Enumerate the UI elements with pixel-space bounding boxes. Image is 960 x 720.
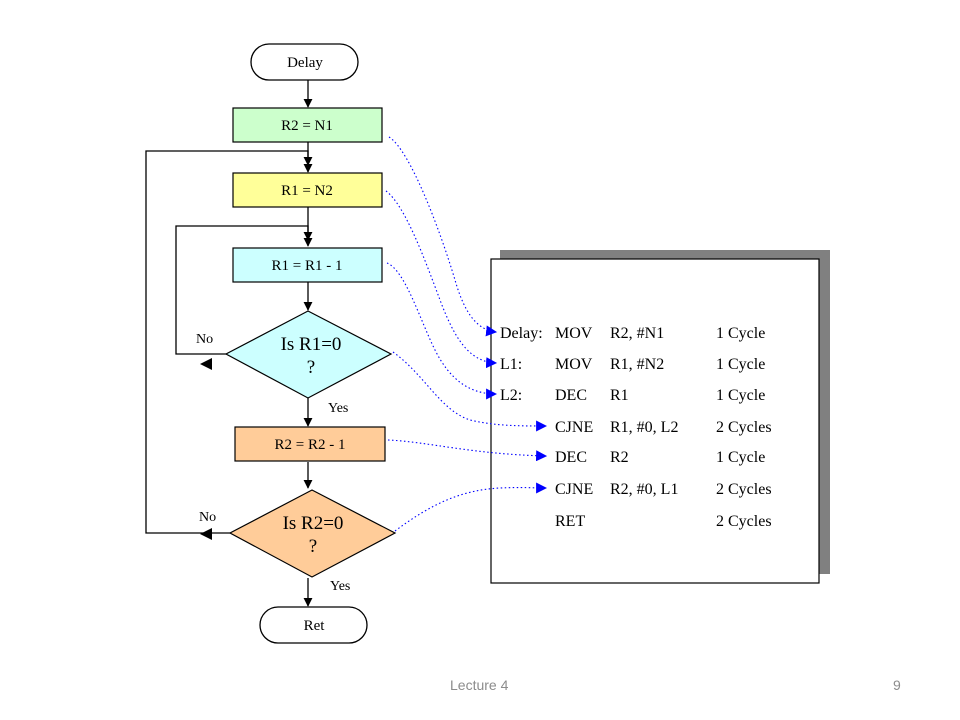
step-dec-r2-label: R2 = R2 - 1 (275, 437, 346, 453)
code-row-1-label: Delay: (500, 325, 543, 342)
no-arrow-head-1 (200, 358, 212, 370)
step-r1-n2 (232, 172, 383, 208)
footer-lecture-label: Lecture 4 (450, 677, 509, 693)
step-r1-n2-label: R1 = N2 (281, 183, 333, 199)
code-row-6-op: CJNE (555, 481, 593, 498)
code-row-5-args: R2 (610, 449, 629, 466)
code-row-3-cycles: 1 Cycle (716, 387, 765, 404)
code-row-5-cycles: 1 Cycle (716, 449, 765, 466)
link-r1n2-to-l1-mov (385, 190, 498, 369)
code-row-1-cycles: 1 Cycle (716, 325, 765, 342)
end-label: Ret (304, 618, 326, 634)
flow-connectors (145, 80, 313, 607)
decision-r1-line2: ? (307, 357, 315, 378)
decision-r1-line1: Is R1=0 (281, 334, 342, 355)
code-row-4-cycles: 2 Cycles (716, 419, 772, 436)
decision-r2-line1: Is R2=0 (283, 513, 344, 534)
start-label: Delay (287, 55, 323, 71)
code-row-4-args: R1, #0, L2 (610, 419, 678, 436)
loop-outer-no (145, 150, 313, 534)
code-row-6-args: R2, #0, L1 (610, 481, 678, 498)
code-row-3-op: DEC (555, 387, 587, 404)
decision-r2-zero (228, 489, 397, 578)
code-row-7-cycles: 2 Cycles (716, 513, 772, 530)
code-row-4-op: CJNE (555, 419, 593, 436)
code-row-3-label: L2: (500, 387, 522, 404)
step-dec-r1 (232, 247, 383, 283)
code-row-2-op: MOV (555, 356, 593, 373)
decision-r2-no-label: No (199, 510, 216, 525)
decision-r2-yes-label: Yes (330, 579, 350, 594)
code-row-2-args: R1, #N2 (610, 356, 664, 373)
step-dec-r2 (234, 426, 386, 462)
end-terminal (259, 606, 368, 644)
code-row-3-args: R1 (610, 387, 629, 404)
start-terminal (250, 43, 359, 81)
link-dec-r1-to-l2-dec (386, 262, 498, 400)
step-r2-n1-label: R2 = N1 (281, 118, 333, 134)
step-dec-r1-label: R1 = R1 - 1 (272, 258, 343, 274)
decision-r2-line2: ? (309, 536, 317, 557)
mapping-connectors (385, 136, 548, 532)
code-row-2-cycles: 1 Cycle (716, 356, 765, 373)
code-listing: Delay: MOV R2, #N1 1 Cycle L1: MOV R1, #… (500, 325, 772, 530)
code-row-5-op: DEC (555, 449, 587, 466)
footer-page-number: 9 (893, 677, 901, 693)
code-row-6-cycles: 2 Cycles (716, 481, 772, 498)
decision-r1-yes-label: Yes (328, 401, 348, 416)
link-r2n1-to-delay-mov (388, 136, 498, 337)
code-row-7-op: RET (555, 513, 585, 530)
code-row-1-op: MOV (555, 325, 593, 342)
code-row-1-args: R2, #N1 (610, 325, 664, 342)
code-row-2-label: L1: (500, 356, 522, 373)
step-r2-n1 (232, 107, 383, 143)
decision-r1-zero (224, 310, 393, 399)
loop-inner-no (175, 225, 313, 355)
no-arrow-head-2 (200, 528, 212, 540)
decision-r1-no-label: No (196, 332, 213, 347)
